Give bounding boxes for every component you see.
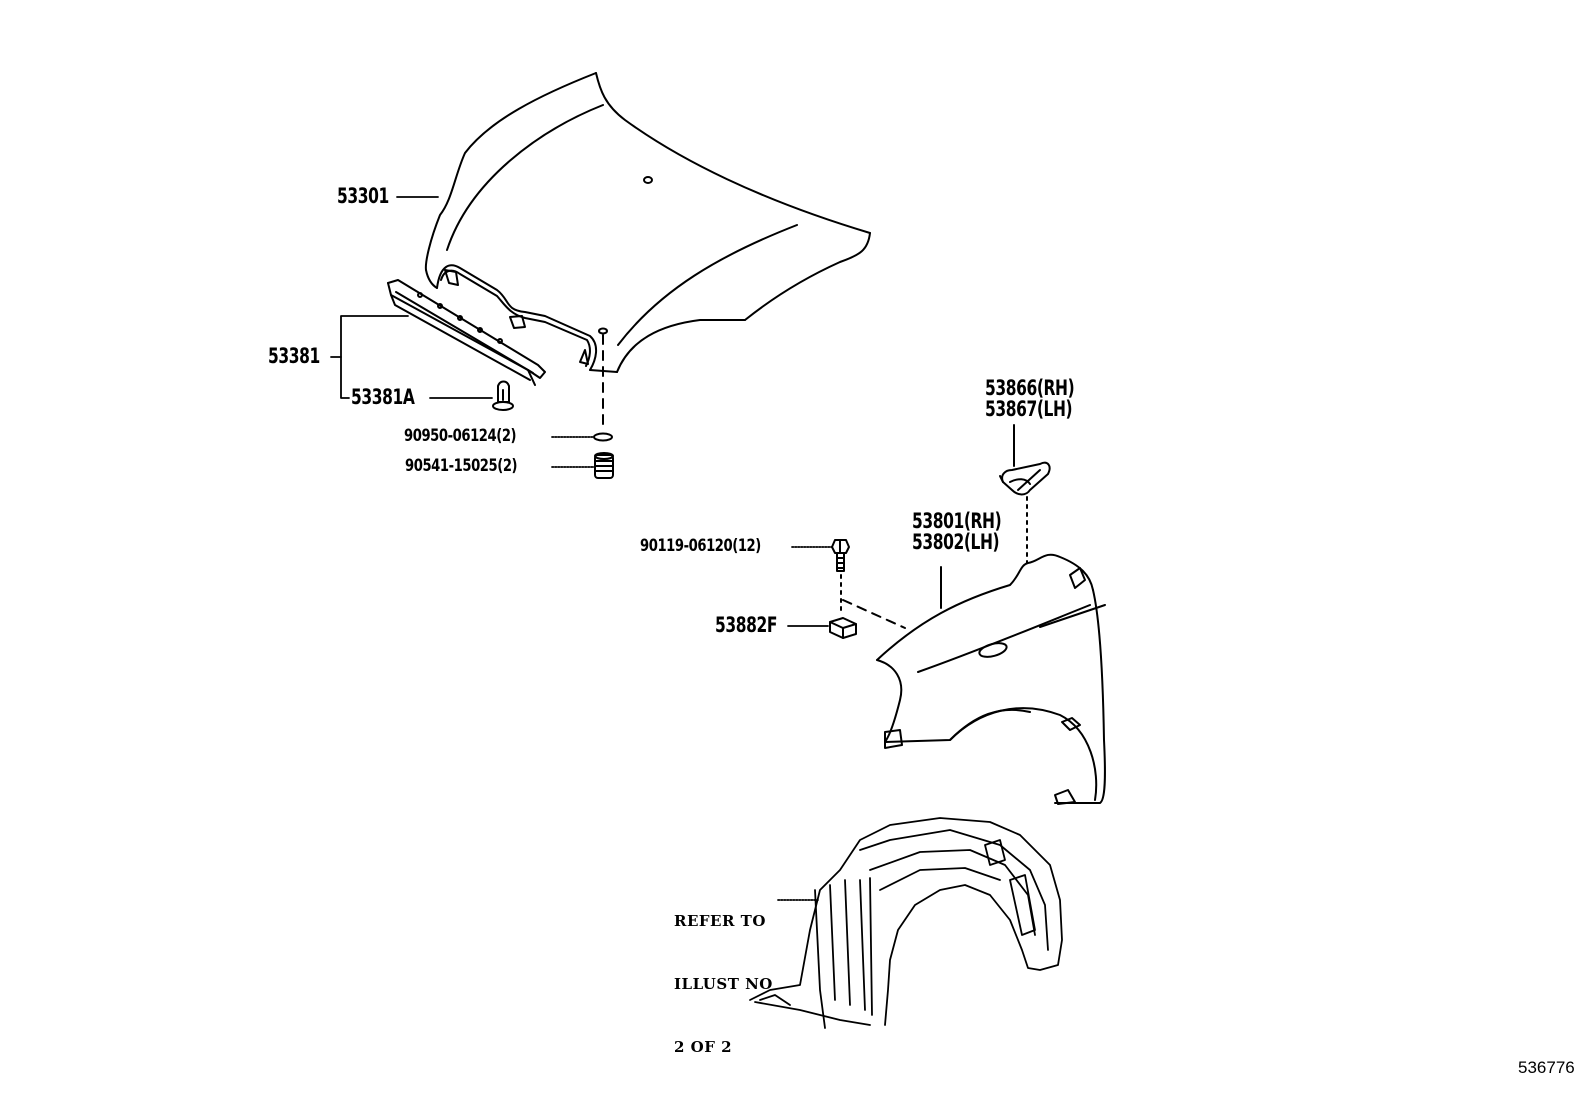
front-fender-illustration: [876, 553, 1106, 805]
part-label-53381a[interactable]: 53381A: [351, 385, 415, 409]
part-label-90541-15025[interactable]: 90541-15025(2): [405, 456, 518, 476]
refer-note-line-2[interactable]: ILLUST NO: [674, 975, 773, 993]
washer-illustration: [593, 432, 613, 442]
clip-illustration: [492, 380, 514, 411]
cushion-illustration: [594, 452, 614, 479]
refer-note: REFER TO ILLUST NO 2 OF 2: [674, 869, 773, 1099]
part-label-53802-lh[interactable]: 53802(LH): [912, 530, 1000, 554]
nut-illustration: [829, 617, 857, 639]
refer-note-line-3: 2 OF 2: [674, 1038, 733, 1056]
fender-liner-illustration: [749, 817, 1063, 1029]
part-label-53301[interactable]: 53301: [337, 184, 389, 208]
part-label-53801-rh[interactable]: 53801(RH): [912, 509, 1002, 533]
part-label-90950-06124[interactable]: 90950-06124(2): [404, 426, 517, 446]
part-label-90119-06120[interactable]: 90119-06120(12): [640, 536, 761, 556]
part-label-53882f[interactable]: 53882F: [715, 613, 778, 637]
part-label-53866-rh[interactable]: 53866(RH): [985, 376, 1075, 400]
part-label-53381[interactable]: 53381: [268, 344, 320, 368]
bolt-illustration: [831, 539, 906, 629]
hood-seal-strip-illustration: [387, 279, 546, 386]
fender-seal-illustration: [999, 461, 1051, 564]
hood-illustration: [424, 72, 871, 429]
leader-lines: [330, 196, 1015, 901]
refer-note-line-1: REFER TO: [674, 912, 766, 930]
illustration-number: 536776: [1518, 1058, 1575, 1077]
part-label-53867-lh[interactable]: 53867(LH): [985, 397, 1073, 421]
